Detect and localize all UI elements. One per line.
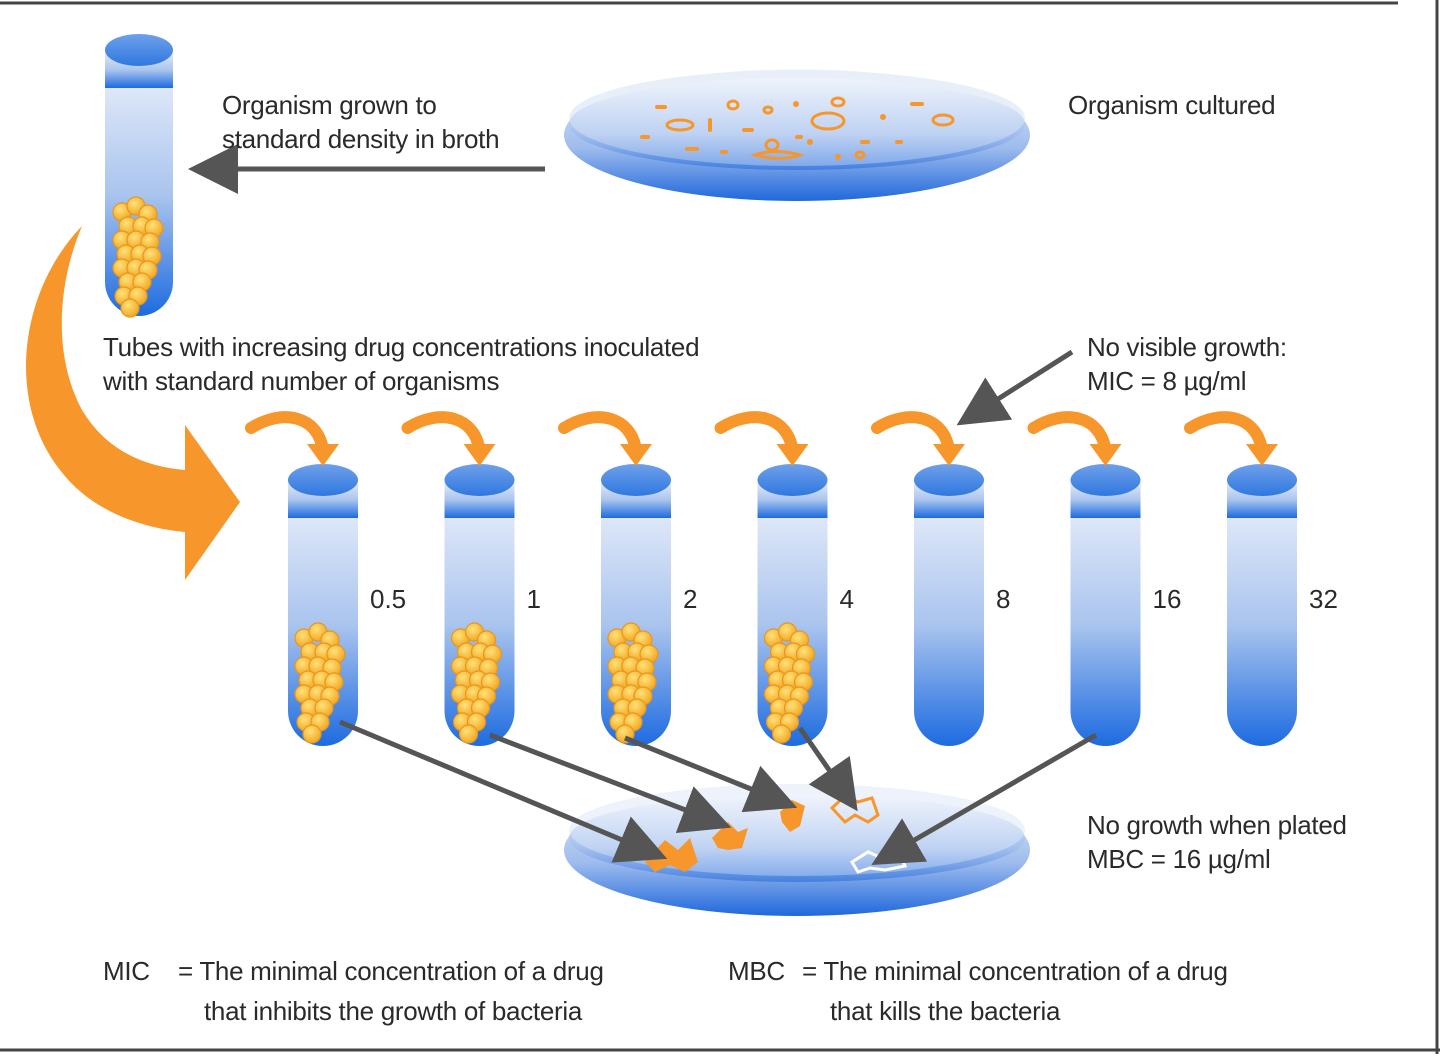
tubes-label-line1: Tubes with increasing drug concentration… bbox=[103, 332, 700, 362]
tube-bacteria-0.5 bbox=[294, 622, 346, 744]
tube-cap bbox=[1070, 464, 1141, 496]
arrow-plate-2 bbox=[624, 735, 798, 813]
tubes-label-line2: with standard number of organisms bbox=[103, 366, 500, 396]
mbc-term: MBC bbox=[728, 956, 785, 986]
concentration-label-1: 1 bbox=[526, 584, 541, 614]
no-growth-plated-line1: No growth when plated bbox=[1087, 810, 1347, 840]
tube-cap bbox=[601, 464, 671, 496]
tube-2 bbox=[601, 464, 671, 746]
tube-1 bbox=[444, 464, 515, 746]
tube-bacteria-2 bbox=[607, 622, 659, 744]
culture-dish-top bbox=[564, 69, 1030, 201]
concentration-label-8: 8 bbox=[996, 584, 1011, 614]
concentration-label-32: 32 bbox=[1309, 584, 1338, 614]
tube-8 bbox=[914, 464, 984, 746]
inoculation-arrow-0.5 bbox=[245, 411, 339, 466]
tube-16 bbox=[1070, 464, 1141, 746]
concentration-label-16: 16 bbox=[1152, 584, 1182, 614]
no-visible-growth-line1: No visible growth: bbox=[1087, 332, 1287, 362]
tube-bacteria-4 bbox=[763, 622, 816, 744]
mbc-definition-line1: = The minimal concentration of a drug bbox=[802, 956, 1228, 986]
inoculation-arrow-8 bbox=[871, 411, 965, 466]
mbc-definition-line2: that kills the bacteria bbox=[830, 996, 1061, 1026]
broth-label-line1: Organism grown to bbox=[222, 90, 437, 120]
tube-bacteria-1 bbox=[450, 622, 503, 744]
mic-value-label: MIC = 8 µg/ml bbox=[1087, 366, 1247, 396]
starter-tube bbox=[105, 34, 173, 318]
mic-definition-line2: that inhibits the growth of bacteria bbox=[204, 996, 582, 1026]
tube-cap bbox=[914, 464, 984, 496]
mic-definition-line1: = The minimal concentration of a drug bbox=[178, 956, 604, 986]
arrow-plate-0-5 bbox=[339, 719, 668, 863]
big-orange-arrow bbox=[26, 226, 240, 580]
tube-row bbox=[245, 411, 1297, 746]
arrow-plate-16 bbox=[871, 732, 1098, 866]
tube-0.5 bbox=[288, 464, 358, 746]
broth-label-line2: standard density in broth bbox=[222, 124, 500, 154]
inoculation-arrow-32 bbox=[1184, 411, 1278, 466]
inoculation-arrow-4 bbox=[714, 411, 809, 466]
inoculation-arrow-1 bbox=[401, 411, 496, 466]
tube-cap bbox=[444, 464, 515, 496]
concentration-label-2: 2 bbox=[683, 584, 698, 614]
arrow-plate-4 bbox=[797, 726, 858, 812]
concentration-label-0.5: 0.5 bbox=[370, 584, 407, 614]
tube-cap bbox=[288, 464, 358, 496]
inoculation-arrow-2 bbox=[558, 411, 652, 466]
concentration-label-4: 4 bbox=[839, 584, 854, 614]
arrow-to-mic-tube bbox=[956, 349, 1074, 426]
cultured-label: Organism cultured bbox=[1068, 90, 1276, 120]
arrow-plate-1 bbox=[489, 732, 732, 834]
mbc-value-label: MBC = 16 µg/ml bbox=[1087, 844, 1271, 874]
tube-cap bbox=[757, 464, 828, 496]
starter-tube-bacteria bbox=[112, 196, 164, 318]
inoculation-arrow-16 bbox=[1027, 411, 1122, 466]
tube-cap bbox=[1227, 464, 1297, 496]
plating-dish-bottom bbox=[564, 784, 1030, 916]
mic-term: MIC bbox=[103, 956, 150, 986]
tube-4 bbox=[757, 464, 828, 746]
tube-32 bbox=[1227, 464, 1297, 746]
plating-arrows bbox=[339, 719, 1098, 866]
